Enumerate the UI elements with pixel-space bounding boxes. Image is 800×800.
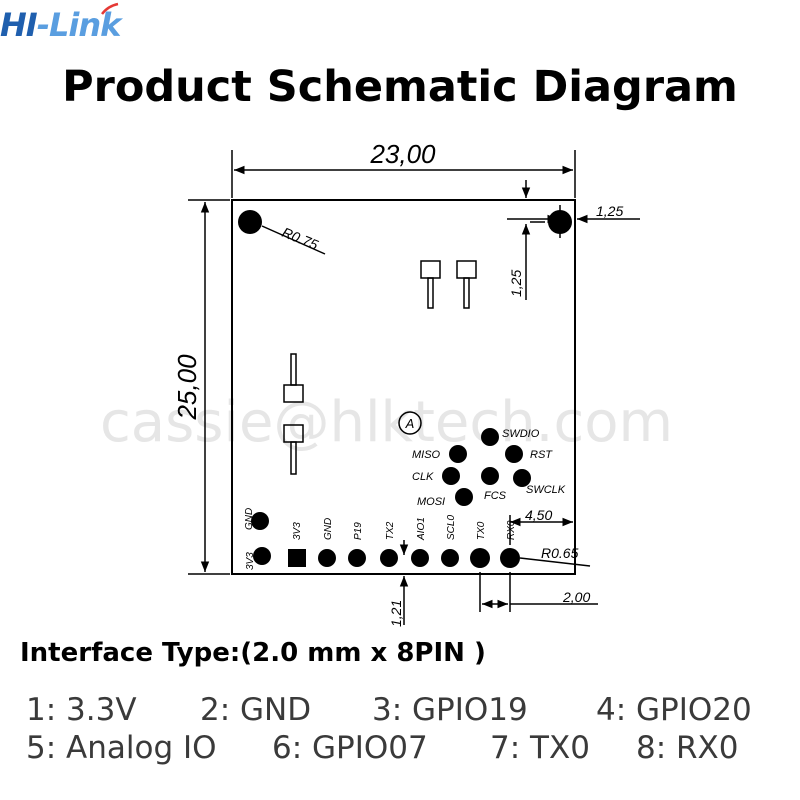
hilink-logo: HI-Link bbox=[0, 6, 121, 44]
pin-1-square bbox=[288, 549, 306, 567]
pin-gnd-side bbox=[251, 512, 269, 530]
pin-4 bbox=[380, 549, 398, 567]
pin-6 bbox=[441, 549, 459, 567]
smd-pad-3 bbox=[283, 384, 304, 403]
label-pin-gnd: GND bbox=[323, 518, 334, 540]
label-pin-tx2: TX2 bbox=[385, 521, 396, 540]
label-clk: CLK bbox=[412, 471, 434, 483]
pin-map-7: 7: TX0 bbox=[490, 730, 590, 766]
pin-3 bbox=[348, 549, 366, 567]
logo-text-hi: HI bbox=[0, 6, 38, 44]
reference-circle bbox=[398, 411, 422, 435]
smd-pad-1 bbox=[420, 260, 441, 279]
pin-map-row-2: 5: Analog IO 6: GPIO07 7: TX0 8: RX0 bbox=[0, 730, 800, 770]
dim-pin-row-offset-text: 1,21 bbox=[388, 600, 404, 627]
dim-hole-radius-text: R0.75 bbox=[280, 224, 321, 253]
label-miso: MISO bbox=[412, 449, 441, 461]
pad-swdio bbox=[481, 428, 499, 446]
logo-text-dash: - bbox=[36, 6, 50, 44]
hole-radius-leader bbox=[261, 225, 326, 255]
label-swclk: SWCLK bbox=[526, 484, 566, 496]
pad-fcs bbox=[481, 467, 499, 485]
pad-clk bbox=[442, 467, 460, 485]
label-pin-3v3-side: 3V3 bbox=[245, 552, 256, 570]
label-swdio: SWDIO bbox=[502, 428, 540, 440]
interface-type-text: Interface Type:(2.0 mm x 8PIN ) bbox=[20, 638, 486, 668]
logo-text-link: Link bbox=[48, 6, 121, 44]
label-pin-tx0: TX0 bbox=[476, 521, 487, 540]
pin-map-6: 6: GPIO07 bbox=[272, 730, 428, 766]
label-mosi: MOSI bbox=[417, 496, 445, 508]
label-pin-gnd-side: GND bbox=[244, 508, 255, 530]
pin-3v3-side bbox=[253, 547, 271, 565]
dim-pad-radius-text: R0.65 bbox=[541, 545, 579, 561]
pad-miso bbox=[449, 445, 467, 463]
smd-pad-2 bbox=[456, 260, 477, 279]
pad-swclk bbox=[513, 469, 531, 487]
pin-map-3: 3: GPIO19 bbox=[372, 692, 528, 728]
label-pin-scl0: SCL0 bbox=[446, 515, 457, 540]
dim-pin-edge-offset-text: 4,50 bbox=[525, 507, 552, 523]
label-pin-aio1: AIO1 bbox=[416, 517, 427, 541]
pad-radius-leader bbox=[519, 557, 591, 567]
label-pin-p19: P19 bbox=[353, 522, 364, 540]
pin-map-row-1: 1: 3.3V 2: GND 3: GPIO19 4: GPIO20 bbox=[0, 692, 800, 732]
dim-hole-offset-y-text: 1,25 bbox=[508, 270, 524, 297]
watermark: cassie@hlktech.com bbox=[100, 390, 674, 455]
dim-width-text: 23,00 bbox=[369, 139, 436, 169]
pad-rst bbox=[505, 445, 523, 463]
pad-mosi bbox=[455, 488, 473, 506]
smd-pad-4 bbox=[283, 424, 304, 443]
mounting-hole-left bbox=[238, 210, 262, 234]
dim-hole-offset-x-text: 1,25 bbox=[596, 203, 623, 219]
pin-2 bbox=[318, 549, 336, 567]
pin-map-5: 5: Analog IO bbox=[26, 730, 217, 766]
dim-height-text: 25,00 bbox=[172, 354, 202, 421]
dim-pin-pitch-text: 2,00 bbox=[562, 589, 590, 605]
pin-map-4: 4: GPIO20 bbox=[596, 692, 752, 728]
mounting-hole-right bbox=[548, 210, 572, 234]
pin-8 bbox=[500, 548, 520, 568]
reference-mark: A bbox=[405, 416, 415, 431]
label-rst: RST bbox=[530, 449, 553, 461]
pin-map-1: 1: 3.3V bbox=[26, 692, 137, 728]
label-pin-3v3: 3V3 bbox=[292, 522, 303, 540]
pin-7 bbox=[470, 548, 490, 568]
label-fcs: FCS bbox=[484, 490, 507, 502]
pin-map-2: 2: GND bbox=[200, 692, 312, 728]
pin-5 bbox=[411, 549, 429, 567]
logo-star-icon bbox=[101, 2, 119, 15]
pin-map-8: 8: RX0 bbox=[636, 730, 739, 766]
page-title: Product Schematic Diagram bbox=[62, 62, 738, 112]
label-pin-rx0: RX0 bbox=[506, 520, 517, 540]
